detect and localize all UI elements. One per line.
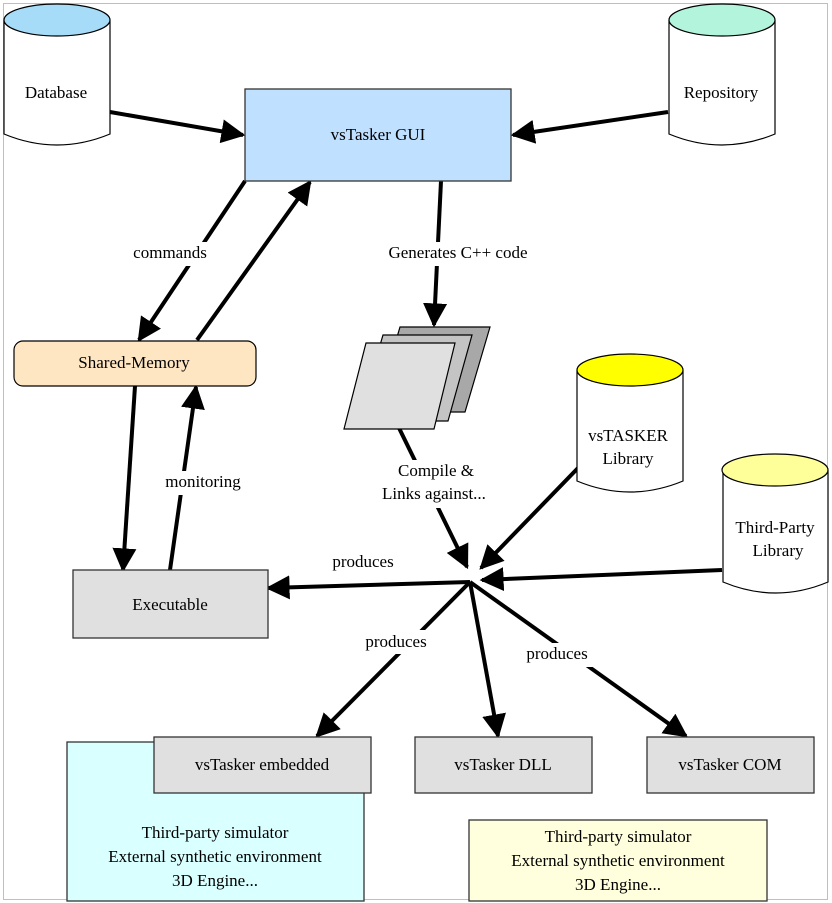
host-right-line-1: Third-party simulator [545, 827, 692, 846]
edge-hub-to-executable [265, 575, 471, 600]
executable-node[interactable]: Executable [72, 569, 269, 639]
repository-cylinder-top [668, 3, 776, 37]
edge-hub-to-embedded [315, 580, 472, 738]
edge-labels: commands Generates C++ code monitoring C… [122, 242, 600, 667]
executable-label: Executable [132, 595, 208, 614]
edge-hub-to-dll [468, 581, 506, 739]
vstasker-library-label-2: Library [603, 449, 654, 468]
vstasker-com-node[interactable]: vsTasker COM [646, 736, 815, 794]
shared-memory-label: Shared-Memory [78, 353, 190, 372]
executable-box [72, 569, 269, 639]
source-sheet-front [343, 342, 456, 430]
gui-label: vsTasker GUI [331, 125, 426, 144]
repository-label: Repository [684, 83, 759, 102]
host-right-line-3: 3D Engine... [575, 875, 661, 894]
label-compile-line-2: Links against... [382, 484, 486, 503]
repository-node[interactable]: Repository [668, 3, 776, 146]
vstasker-library-node[interactable]: vsTASKER Library [576, 353, 684, 493]
host-right-line-2: External synthetic environment [511, 851, 725, 870]
edge-database-to-gui [109, 110, 246, 144]
third-party-library-label-1: Third-Party [735, 518, 815, 537]
shared-memory-box [13, 340, 257, 387]
database-cylinder-top [3, 3, 111, 37]
embedded-box [153, 736, 372, 794]
host-right-box [468, 819, 768, 902]
edge-shared-memory-to-executable [112, 385, 137, 573]
label-produces-com: produces [526, 644, 587, 663]
embedded-label: vsTasker embedded [195, 755, 330, 774]
third-party-library-node[interactable]: Third-Party Library [721, 453, 829, 594]
host-left-line-3: 3D Engine... [172, 871, 258, 890]
generated-source-files-node[interactable] [343, 326, 491, 430]
vstasker-library-cylinder-top [576, 353, 684, 387]
label-monitoring: monitoring [165, 472, 241, 491]
edge-repository-to-gui [510, 110, 669, 144]
dll-label: vsTasker DLL [454, 755, 551, 774]
third-party-library-label-2: Library [753, 541, 804, 560]
label-produces-executable: produces [332, 552, 393, 571]
host-left-line-2: External synthetic environment [108, 847, 322, 866]
vstasker-dll-node[interactable]: vsTasker DLL [414, 736, 593, 794]
dll-box [414, 736, 593, 794]
gui-box [244, 88, 512, 182]
database-node[interactable]: Database [3, 3, 111, 146]
shared-memory-node[interactable]: Shared-Memory [13, 340, 257, 387]
label-commands: commands [133, 243, 207, 262]
label-compile-line-1: Compile & [398, 461, 474, 480]
vstasker-gui-node[interactable]: vsTasker GUI [244, 88, 512, 182]
com-box [646, 736, 815, 794]
label-produces-embedded: produces [365, 632, 426, 651]
vstasker-embedded-node[interactable]: vsTasker embedded [153, 736, 372, 794]
vstasker-library-label-1: vsTASKER [588, 426, 669, 445]
host-left-line-1: Third-party simulator [142, 823, 289, 842]
third-party-library-cylinder-top [721, 453, 829, 487]
database-label: Database [25, 83, 87, 102]
label-generates-cpp: Generates C++ code [388, 243, 527, 262]
edge-third-party-lib-to-hub [479, 567, 723, 592]
edge-vstasker-lib-to-hub [479, 466, 580, 570]
com-label: vsTasker COM [678, 755, 781, 774]
edge-shared-memory-to-gui [195, 180, 312, 342]
host-environment-right: Third-party simulator External synthetic… [468, 819, 768, 902]
